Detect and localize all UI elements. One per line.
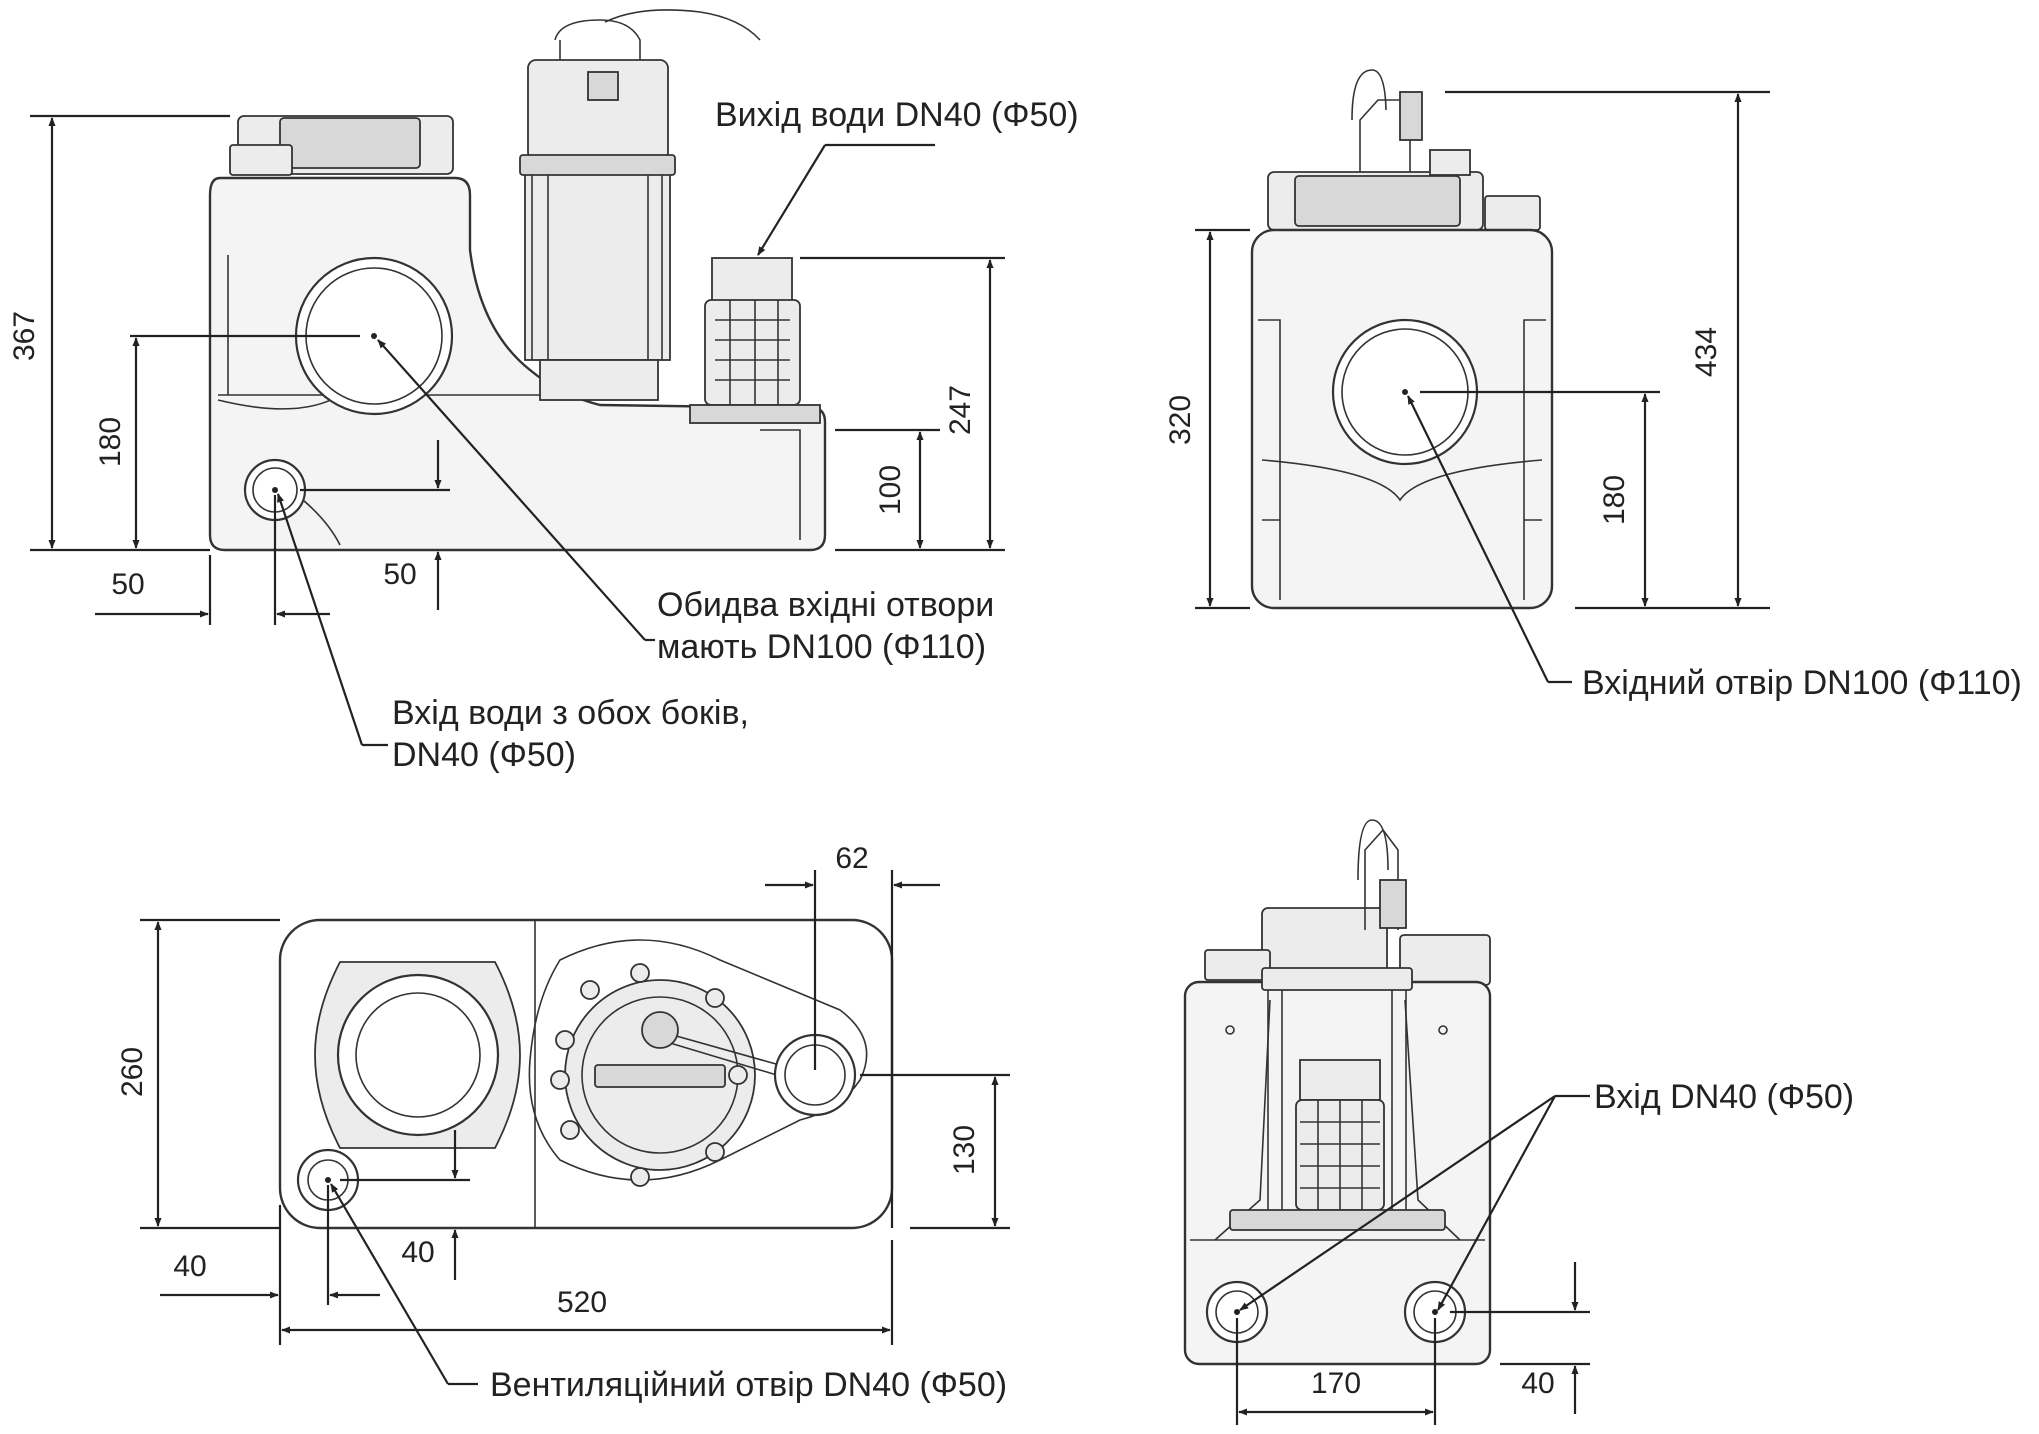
label-side-inlet: Вхідний отвір DN100 (Φ110) [1582,664,2022,702]
dim-40-rear: 40 [1521,1367,1554,1400]
dim-130: 130 [948,1125,981,1175]
front-view: 367 180 247 100 50 50 Вихід води DN40 (Φ… [8,9,1079,774]
dim-100: 100 [874,465,907,515]
dim-247: 247 [944,385,977,435]
label-both-inlets-1: Обидва вхідні отвори [657,586,994,624]
rear-view: 170 40 Вхід DN40 (Φ50) [1183,819,1854,1425]
label-outlet: Вихід води DN40 (Φ50) [715,96,1079,134]
side-view: 320 434 180 Вхідний отвір DN100 (Φ110) [1164,69,2022,702]
dim-62: 62 [835,842,868,875]
label-side-inlets-1: Вхід води з обох боків, [392,694,749,732]
label-vent: Вентиляційний отвір DN40 (Φ50) [490,1366,1007,1404]
label-rear-inlet: Вхід DN40 (Φ50) [1594,1078,1854,1116]
label-side-inlets-2: DN40 (Φ50) [392,736,576,774]
dim-40-top-left: 40 [173,1250,206,1283]
dim-520: 520 [557,1286,607,1319]
label-both-inlets-2: мають DN100 (Φ110) [657,628,986,666]
dim-260: 260 [116,1047,149,1097]
dim-180-side: 180 [1598,475,1631,525]
dim-50-left: 50 [111,568,144,601]
dim-170: 170 [1311,1367,1361,1400]
dim-320: 320 [1164,395,1197,445]
dim-367: 367 [8,311,41,361]
top-view: 260 62 130 40 40 520 Вентиляційний отвір… [116,842,1010,1404]
dim-40-top-vent: 40 [401,1236,434,1269]
dim-434: 434 [1690,327,1723,377]
dim-50-right: 50 [383,558,416,591]
dim-180: 180 [94,417,127,467]
